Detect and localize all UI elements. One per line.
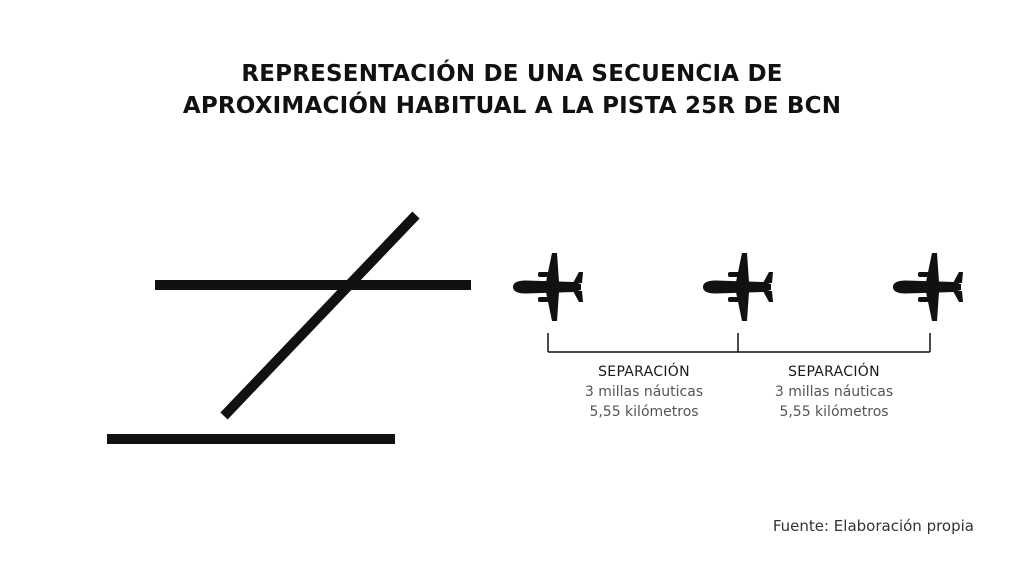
separation-nautical-miles: 3 millas náuticas	[774, 384, 894, 400]
airplane-icon	[893, 253, 963, 321]
separation-heading: SEPARACIÓN	[598, 364, 690, 380]
runway-crossing	[220, 211, 420, 420]
airplane-icon	[703, 253, 773, 321]
source-credit: Fuente: Elaboración propia	[772, 517, 974, 535]
diagram-title: REPRESENTACIÓN DE UNA SECUENCIA DE APROX…	[0, 58, 1024, 122]
separation-kilometers: 5,55 kilómetros	[589, 404, 699, 420]
separation-label-2: SEPARACIÓN 3 millas náuticas 5,55 kilóme…	[739, 362, 929, 422]
separation-bracket	[547, 333, 931, 353]
airplane-icon	[513, 253, 583, 321]
title-line-2: APROXIMACIÓN HABITUAL A LA PISTA 25R DE …	[182, 93, 842, 119]
separation-nautical-miles: 3 millas náuticas	[584, 384, 704, 400]
separation-label-1: SEPARACIÓN 3 millas náuticas 5,55 kilóme…	[549, 362, 739, 422]
separation-heading: SEPARACIÓN	[788, 364, 880, 380]
separation-kilometers: 5,55 kilómetros	[779, 404, 889, 420]
title-line-1: REPRESENTACIÓN DE UNA SECUENCIA DE	[241, 61, 783, 87]
